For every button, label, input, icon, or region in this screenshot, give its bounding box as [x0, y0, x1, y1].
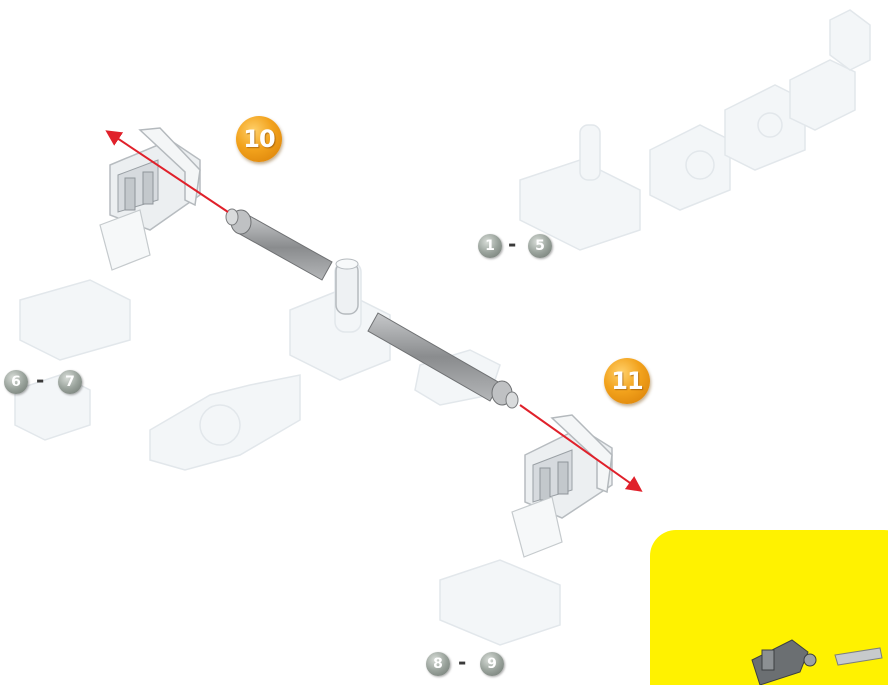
- range-end-badge: 7: [58, 370, 82, 394]
- step-10-badge: 10: [236, 116, 282, 162]
- range-start-badge: 8: [426, 652, 450, 676]
- center-post: [336, 259, 358, 314]
- right-bracket-part: [512, 415, 612, 557]
- left-bracket-part: [100, 128, 200, 270]
- range-end-badge: 5: [528, 234, 552, 258]
- range-end-badge: 9: [480, 652, 504, 676]
- range-separator: -: [458, 650, 466, 674]
- inset-panel: [650, 530, 888, 685]
- range-separator: -: [508, 232, 516, 256]
- range-separator: -: [36, 368, 44, 392]
- range-start-badge: 1: [478, 234, 502, 258]
- step-11-badge: 11: [604, 358, 650, 404]
- rod-upper: [226, 209, 332, 280]
- range-start-badge: 6: [4, 370, 28, 394]
